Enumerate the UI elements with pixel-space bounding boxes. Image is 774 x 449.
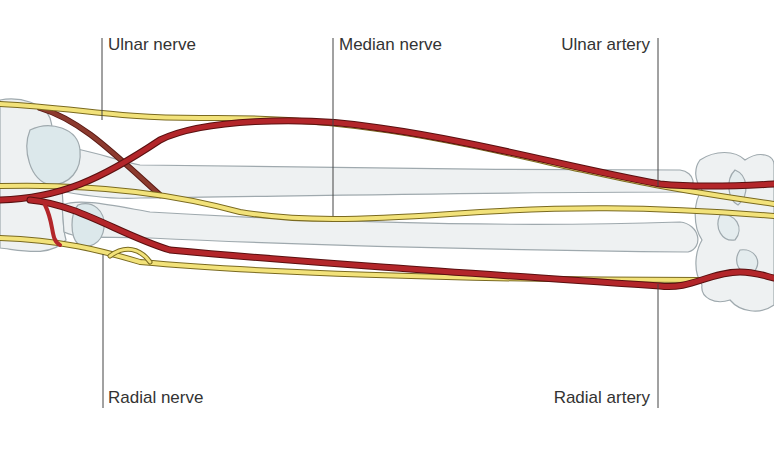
part-label: Ulnar artery (561, 35, 650, 55)
elbow-bone (27, 126, 80, 185)
part-label: Median nerve (339, 35, 442, 55)
part-label: Radial nerve (108, 388, 203, 408)
part-label: Ulnar nerve (108, 35, 196, 55)
leader-lines (102, 38, 658, 408)
part-label: Radial artery (554, 388, 650, 408)
carpal-bones (695, 153, 774, 312)
